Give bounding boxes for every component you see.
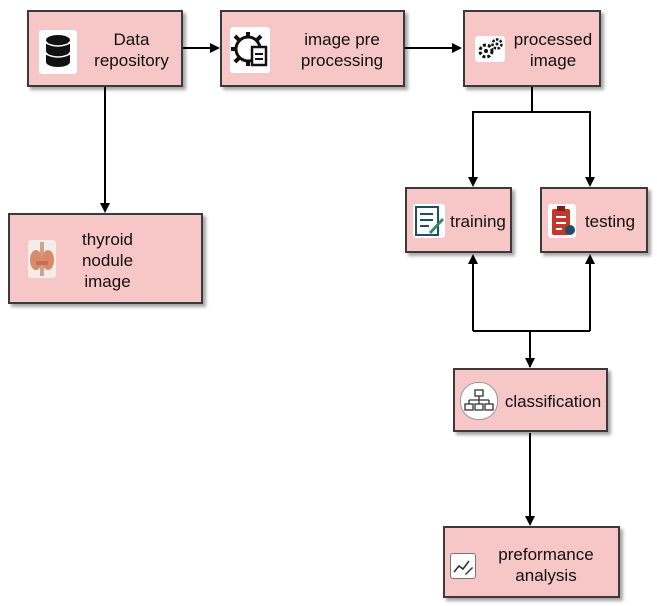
checklist-icon [413,204,445,238]
node-training: training [405,187,512,253]
node-thyroid-nodule-image: thyroid nodule image [8,213,203,304]
node-data-repository: Data repository [27,10,183,87]
database-icon [39,30,77,74]
hierarchy-icon [460,382,498,420]
test-clipboard-icon [548,204,576,238]
gear-document-icon [230,27,270,73]
edge-classification-merge [472,272,591,367]
node-image-preprocessing: image pre processing [220,10,405,87]
edge-processed-split [472,87,591,184]
node-testing: testing [540,187,648,253]
node-label: Data repository [94,30,169,70]
node-processed-image: processed image [463,10,601,87]
node-label: testing [584,212,636,231]
node-label: classification [504,392,602,411]
gears-icon [475,36,505,62]
thyroid-icon [28,240,56,278]
node-performance-analysis: preformance analysis [443,526,620,598]
node-label: thyroid nodule image [81,230,134,291]
node-classification: classification [453,368,608,432]
node-label: training [450,212,506,231]
chart-pen-icon [450,553,476,579]
node-label: image pre processing [300,30,384,70]
node-label: preformance analysis [498,545,594,585]
node-label: processed image [513,30,593,70]
